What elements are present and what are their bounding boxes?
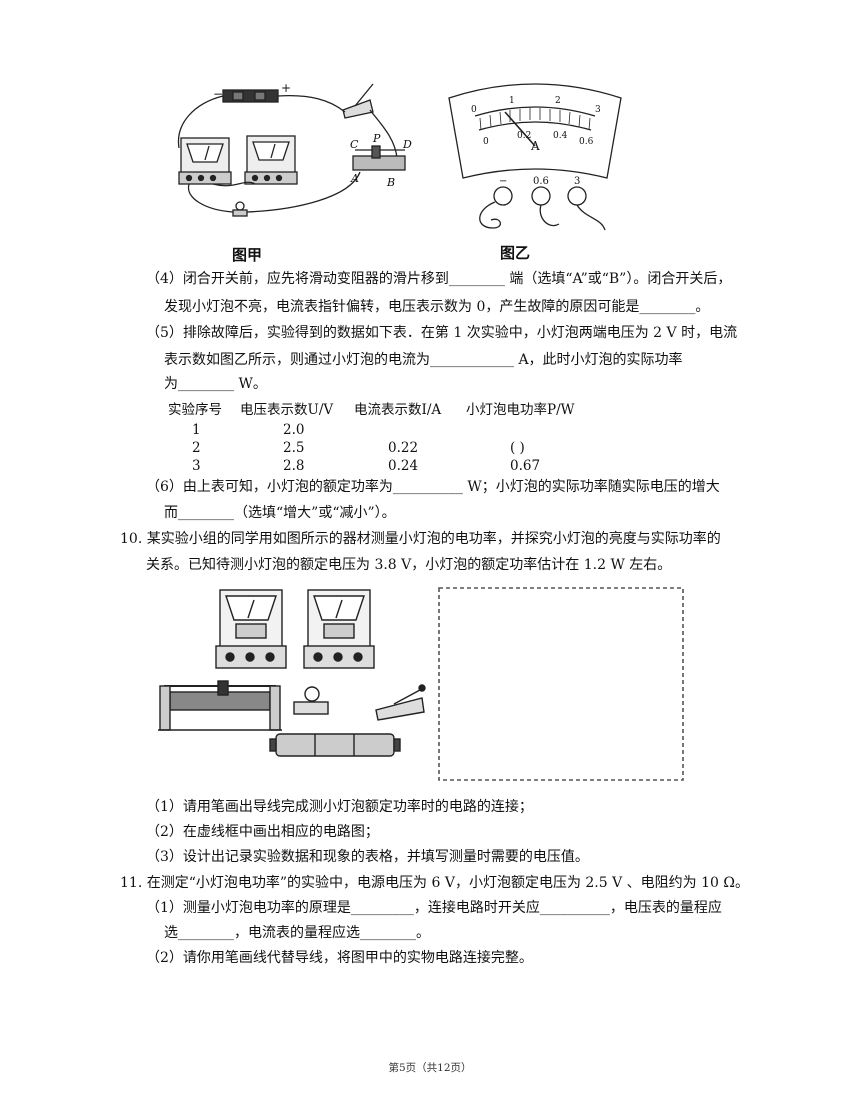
q10-sub3: （3）设计出记录实验数据和现象的表格，并填写测量时需要的电压值。 (146, 849, 589, 865)
q9-p5-line2: 表示数如图乙所示，则通过小灯泡的电流为____________ A，此时小灯泡的… (164, 352, 683, 368)
terminal-minus: − (499, 176, 507, 187)
scale-bottom-1: 0.2 (517, 131, 531, 141)
q9-p6-line1: （6）由上表可知，小灯泡的额定功率为__________ W；小灯泡的实际功率随… (146, 479, 720, 495)
table-cell: 2 (192, 440, 201, 456)
figure-yi-ammeter: 0 1 2 3 0 0.2 0.4 0.6 A − 0.6 3 (448, 83, 622, 231)
table-cell: 1 (192, 422, 201, 438)
table-header: 电流表示数I/A (354, 402, 442, 418)
q11-sub1-line2: 选________，电流表的量程应选________。 (164, 925, 430, 941)
label-b: B (386, 176, 395, 189)
table-cell: 2.8 (283, 458, 305, 474)
label-d: D (402, 138, 412, 151)
scale-top-3: 3 (595, 105, 601, 115)
label-p: P (372, 132, 381, 145)
scale-top-0: 0 (471, 105, 477, 115)
scale-top-2: 2 (555, 96, 561, 106)
scale-top-1: 1 (509, 96, 515, 106)
figure-yi-caption: 图乙 (500, 244, 531, 262)
q11-line1: 11. 在测定“小灯泡电功率”的实验中，电源电压为 6 V，小灯泡额定电压为 2… (120, 875, 749, 891)
q9-p4-line1: （4）闭合开关前，应先将滑动变阻器的滑片移到________ 端（选填“A”或“… (146, 271, 732, 287)
figure-jia-circuit: − + C P D A B (177, 81, 412, 217)
q9-p4-line2: 发现小灯泡不亮，电流表指针偏转，电压表示数为 0，产生故障的原因可能是_____… (164, 299, 710, 315)
q11-sub2: （2）请你用笔画线代替导线，将图甲中的实物电路连接完整。 (146, 950, 533, 966)
q10-sub2: （2）在虚线框中画出相应的电路图； (146, 824, 379, 840)
table-cell: ( ) (510, 440, 525, 456)
q11-sub1-line1: （1）测量小灯泡电功率的原理是_________，连接电路时开关应_______… (146, 900, 722, 916)
label-a: A (350, 172, 359, 185)
table-header: 实验序号 (168, 402, 222, 418)
scale-bottom-2: 0.4 (553, 131, 568, 141)
table-cell: 0.24 (388, 458, 419, 474)
table-cell: 2.0 (283, 422, 305, 438)
q9-p6-line2: 而________（选填“增大”或“减小”）。 (164, 505, 396, 521)
q10-line2: 关系。已知待测小灯泡的额定电压为 3.8 V，小灯泡的额定功率估计在 1.2 W… (146, 557, 672, 573)
page-footer: 第5页（共12页） (388, 1062, 472, 1074)
label-c: C (350, 138, 359, 151)
dial-unit: A (530, 139, 540, 153)
label-plus: + (281, 81, 291, 95)
figure-q10-equipment (158, 589, 426, 757)
table-cell: 3 (192, 458, 201, 474)
q9-p5-line1: （5）排除故障后，实验得到的数据如下表．在第 1 次实验中，小灯泡两端电压为 2… (146, 325, 738, 341)
table-cell: 0.67 (510, 458, 541, 474)
table-cell: 2.5 (283, 440, 305, 456)
table-cell: 0.22 (388, 440, 419, 456)
q10-sub1: （1）请用笔画出导线完成测小灯泡额定功率时的电路的连接； (146, 799, 533, 815)
scale-bottom-3: 0.6 (579, 137, 594, 147)
q9-p5-line3: 为________ W。 (164, 376, 267, 392)
scale-bottom-0: 0 (483, 137, 489, 147)
terminal-3: 3 (574, 176, 580, 187)
q10-line1: 10. 某实验小组的同学用如图所示的器材测量小灯泡的电功率，并探究小灯泡的亮度与… (120, 531, 721, 547)
terminal-0-6: 0.6 (533, 176, 549, 187)
table-header: 电压表示数U/V (240, 402, 334, 418)
figure-jia-caption: 图甲 (232, 246, 263, 264)
table-header: 小灯泡电功率P/W (466, 402, 575, 418)
label-minus: − (213, 87, 223, 101)
circuit-diagram-dashed-box[interactable] (437, 586, 687, 782)
